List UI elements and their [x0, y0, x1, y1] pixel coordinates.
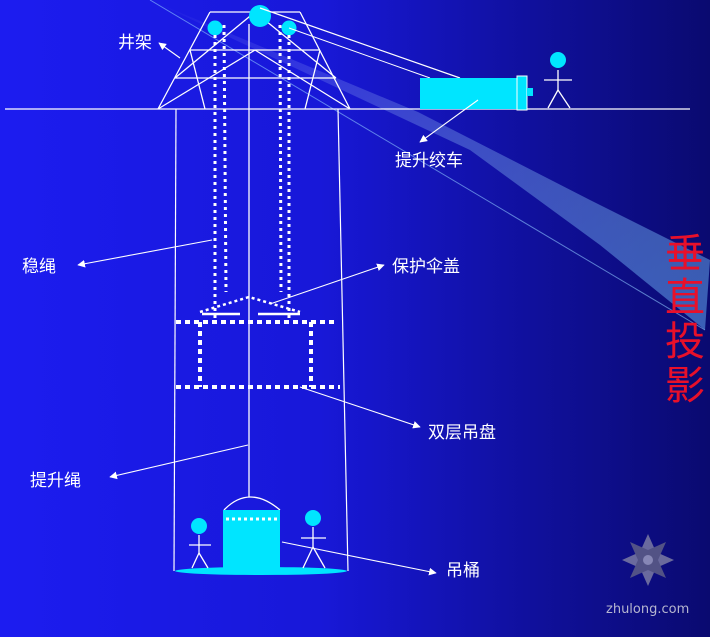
leader-bucket — [281, 541, 437, 576]
headframe — [157, 11, 351, 110]
hoist-winch-handle — [527, 88, 533, 96]
headframe-sheave-left — [207, 20, 223, 36]
leader-stabilizing-rope — [77, 239, 213, 268]
leader-umbrella — [269, 263, 385, 305]
watermark-logo — [622, 534, 674, 586]
shaft-walls — [173, 108, 349, 572]
watermark-text: zhulong.com — [606, 602, 690, 617]
leader-headframe — [158, 42, 181, 59]
hoist-winch-drum — [516, 75, 528, 111]
leader-platform — [299, 386, 421, 429]
hoist-winch-body — [420, 78, 520, 109]
label-hoisting-rope: 提升绳 — [30, 471, 81, 491]
label-hoist-winch: 提升绞车 — [395, 151, 463, 171]
label-headframe: 井架 — [118, 33, 152, 53]
title-char: 直 — [665, 275, 705, 321]
title-char: 投 — [665, 319, 705, 365]
title-char: 垂 — [665, 231, 705, 277]
beam-edge-line — [149, 0, 706, 331]
worker-left-head — [191, 518, 207, 534]
bucket-bail — [223, 496, 281, 511]
label-double-deck-platform: 双层吊盘 — [428, 423, 496, 443]
worker-right-head — [305, 510, 321, 526]
label-bucket: 吊桶 — [446, 561, 480, 581]
winch-operator-head — [550, 52, 566, 68]
stabilizing-ropes — [213, 24, 291, 318]
worker-right — [301, 527, 326, 569]
label-protective-umbrella: 保护伞盖 — [392, 257, 460, 277]
leader-lines — [77, 42, 479, 576]
leader-hoisting-rope — [109, 444, 249, 480]
title-char: 影 — [665, 363, 705, 409]
winch-cable-lower — [288, 27, 431, 79]
protective-umbrella — [199, 295, 301, 316]
shaft-bottom — [175, 567, 347, 575]
label-stabilizing-rope: 稳绳 — [22, 257, 56, 277]
vertical-projection-title: 垂 直 投 影 — [662, 232, 708, 408]
winch-operator — [544, 70, 572, 109]
worker-left — [189, 535, 211, 569]
leader-winch — [419, 99, 479, 143]
winch-cable-upper — [259, 7, 461, 79]
double-deck-platform — [176, 320, 340, 389]
